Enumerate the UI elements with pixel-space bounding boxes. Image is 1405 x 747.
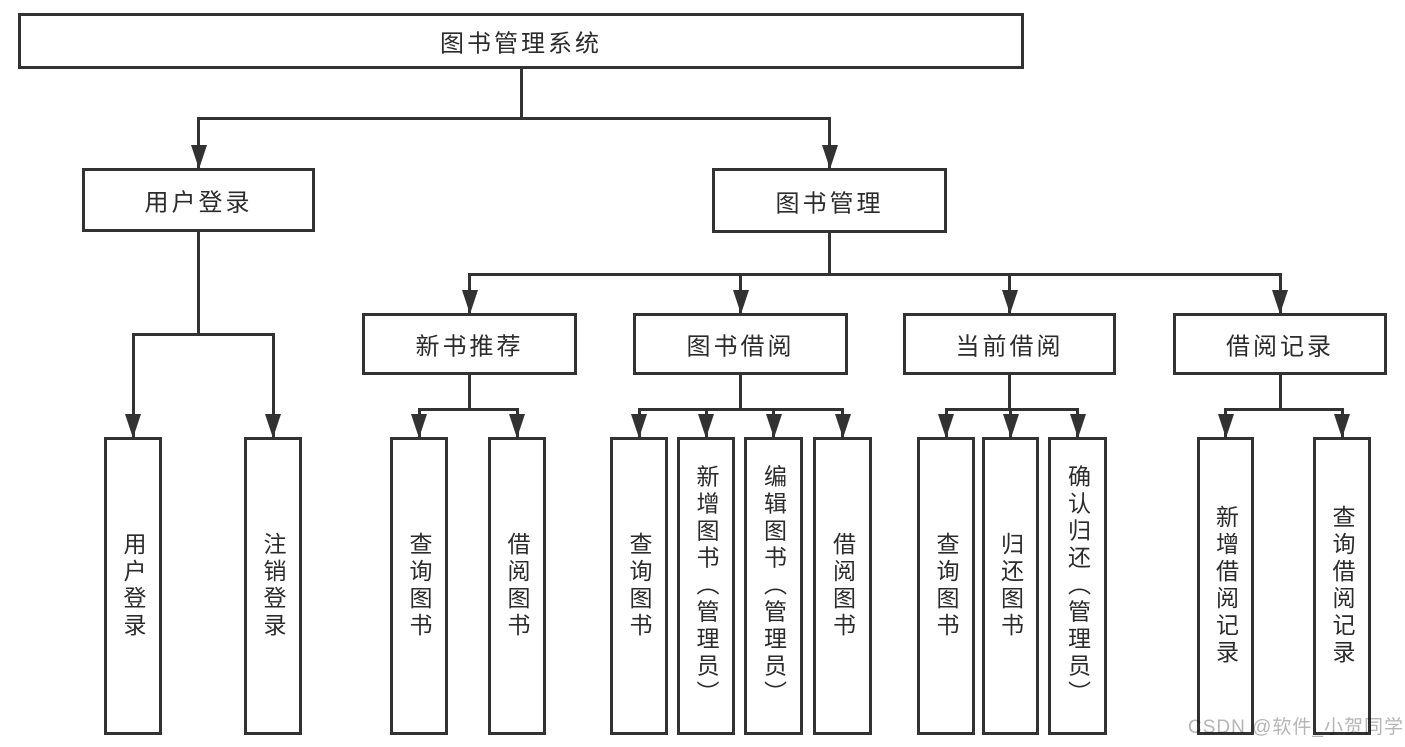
arrow-down-icon [1001,290,1018,314]
node-book-borrow: 图书借阅 [633,313,848,375]
node-label: 新增图书（管理员） [693,464,719,708]
connector-line [519,69,523,120]
node-label: 新书推荐 [415,333,524,361]
arrow-down-icon [190,145,207,169]
node-label: 用户登录 [120,532,146,640]
connector-line [828,117,831,168]
connector-line [197,117,831,120]
node-borrow-records: 借阅记录 [1173,313,1387,375]
node-label: 用户登录 [144,189,253,217]
connector-line [131,333,135,437]
node-new-book-rec: 新书推荐 [362,313,577,375]
connector-line [271,333,275,437]
node-label: 借阅记录 [1226,333,1334,361]
connector-line [131,333,275,336]
arrow-down-icon [1069,414,1086,438]
node-user-login: 用户登录 [104,437,162,735]
node-label: 新增借阅记录 [1212,505,1239,667]
node-label: 注销登录 [260,532,286,640]
arrow-down-icon [821,145,838,169]
connector-line [1008,375,1011,411]
node-label: 图书管理系统 [440,30,602,58]
connector-line [197,117,200,168]
arrow-down-icon [461,290,478,314]
node-cb-return-books: 归还图书 [982,437,1039,735]
node-bb-add-books: 新增图书（管理员） [677,437,735,735]
arrow-down-icon [834,414,851,438]
arrow-down-icon [1272,290,1288,314]
connector-line [739,375,742,411]
node-br-query-record: 查询借阅记录 [1313,437,1371,735]
connector-line [1224,408,1344,411]
node-root: 图书管理系统 [18,13,1024,69]
connector-line [417,408,519,411]
node-label: 借阅图书 [829,532,856,640]
arrow-down-icon [1002,414,1019,438]
node-rec-borrow-books: 借阅图书 [488,437,546,735]
node-current-borrow: 当前借阅 [903,313,1116,375]
node-label: 归还图书 [997,532,1024,640]
arrow-down-icon [631,414,647,438]
arrow-down-icon [509,414,525,438]
node-cb-confirm-return: 确认归还（管理员） [1048,437,1107,735]
node-book-mgmt: 图书管理 [712,168,947,233]
arrow-down-icon [698,414,714,438]
connector-line [1278,375,1282,411]
connector-line [637,408,844,411]
arrow-down-icon [411,414,427,438]
connector-line [468,375,471,411]
node-cb-query-books: 查询图书 [917,437,975,735]
node-logout: 注销登录 [244,437,302,735]
node-bb-edit-books: 编辑图书（管理员） [744,437,803,735]
node-bb-query-books: 查询图书 [610,437,668,735]
node-user-login-group: 用户登录 [82,168,315,232]
node-bb-borrow-books: 借阅图书 [813,437,872,735]
node-label: 图书管理 [775,190,884,217]
node-label: 当前借阅 [955,333,1064,361]
node-label: 查询图书 [626,532,652,640]
node-br-add-record: 新增借阅记录 [1197,437,1254,735]
csdn-watermark: CSDN @软件_小贺同学 [1188,717,1404,738]
node-label: 借阅图书 [504,532,530,640]
node-rec-query-books: 查询图书 [390,437,448,735]
connector-line [197,232,200,336]
node-label: 查询图书 [933,532,959,640]
node-label: 编辑图书（管理员） [760,464,787,708]
node-label: 确认归还（管理员） [1064,464,1091,708]
arrow-down-icon [265,414,281,438]
arrow-down-icon [1217,414,1234,438]
connector-line [468,273,1282,276]
arrow-down-icon [765,414,782,438]
node-label: 查询图书 [406,532,432,640]
arrow-down-icon [732,290,749,314]
arrow-down-icon [125,414,141,438]
arrow-down-icon [1334,414,1350,438]
node-label: 查询借阅记录 [1329,505,1355,667]
node-label: 图书借阅 [686,333,795,361]
connector-line [828,233,831,276]
arrow-down-icon [938,414,954,438]
